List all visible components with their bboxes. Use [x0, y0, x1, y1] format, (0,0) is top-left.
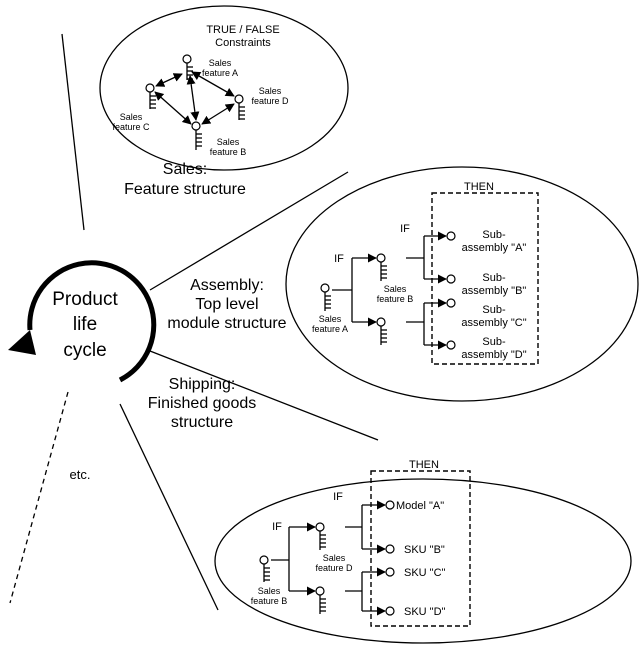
lifecycle-arc: [27, 260, 157, 383]
assembly-then-label: THEN: [464, 181, 494, 193]
svg-text:assembly "B": assembly "B": [462, 285, 527, 297]
sales-feature-a: Sales feature A: [182, 54, 238, 80]
stage-label-etc: etc.: [70, 467, 91, 482]
center-line1: Product: [52, 289, 118, 310]
svg-text:Sales: Sales: [384, 284, 407, 294]
shipping-output-sku-d: SKU "D": [385, 606, 446, 618]
svg-text:Sales: Sales: [259, 86, 282, 96]
svg-text:feature D: feature D: [251, 96, 289, 106]
svg-text:Sub-: Sub-: [482, 272, 506, 284]
svg-text:Sales: Sales: [319, 314, 342, 324]
svg-text:SKU "D": SKU "D": [404, 606, 446, 618]
assembly-output-c: Sub- assembly "C": [446, 298, 527, 329]
svg-text:Sub-: Sub-: [482, 304, 506, 316]
svg-text:Sales: Sales: [217, 137, 240, 147]
assembly-label-line2: Top level: [195, 296, 258, 313]
svg-text:feature C: feature C: [112, 122, 150, 132]
shipping-root-node: Sales feature B: [251, 555, 288, 606]
assembly-if2-label: IF: [400, 223, 410, 235]
assembly-mid-node: Sales feature B: [376, 253, 414, 304]
sales-label-line1: Sales:: [163, 161, 207, 178]
divider-line-shipping: [119, 403, 219, 611]
svg-text:Model "A": Model "A": [396, 500, 444, 512]
assembly-output-b: Sub- assembly "B": [446, 272, 527, 297]
shipping-blank-node: [315, 586, 326, 614]
svg-text:feature B: feature B: [210, 147, 247, 157]
svg-text:assembly "A": assembly "A": [462, 242, 527, 254]
assembly-ellipse: [285, 166, 639, 402]
assembly-output-a: Sub- assembly "A": [446, 229, 527, 254]
divider-line-top: [61, 33, 85, 231]
stage-label-shipping: Shipping: Finished goods structure: [148, 376, 257, 431]
sales-bubble: TRUE / FALSE Constraints Sales feature A…: [99, 5, 349, 171]
shipping-if2-label: IF: [333, 491, 343, 503]
svg-text:Sales: Sales: [323, 553, 346, 563]
sales-ellipse: [99, 5, 349, 171]
assembly-label-line1: Assembly:: [190, 277, 264, 294]
svg-text:Sales: Sales: [258, 586, 281, 596]
svg-text:SKU "C": SKU "C": [404, 567, 446, 579]
divider-line-assembly: [149, 350, 379, 441]
shipping-label-line2: Finished goods: [148, 395, 257, 412]
assembly-bubble: THEN IF IF Sales feature A Sales feature…: [285, 166, 639, 402]
svg-text:Sub-: Sub-: [482, 229, 506, 241]
shipping-label-line3: structure: [171, 414, 233, 431]
center-line3: cycle: [63, 340, 106, 361]
shipping-mid-node: Sales feature D: [315, 522, 353, 573]
stage-label-sales: Sales: Feature structure: [124, 161, 246, 198]
assembly-if1-label: IF: [334, 253, 344, 265]
shipping-ellipse: [214, 478, 632, 644]
stage-label-assembly: Assembly: Top level module structure: [167, 277, 286, 332]
sales-label-line2: Feature structure: [124, 181, 246, 198]
shipping-output-sku-b: SKU "B": [385, 544, 445, 556]
lifecycle-arrowhead: [8, 330, 36, 355]
divider-line-sales: [149, 171, 349, 291]
sales-feature-c: Sales feature C: [112, 83, 156, 132]
svg-text:feature A: feature A: [312, 324, 348, 334]
shipping-if1-label: IF: [272, 521, 282, 533]
svg-text:feature A: feature A: [202, 68, 238, 78]
shipping-then-box: [370, 470, 471, 627]
assembly-label-line3: module structure: [167, 315, 286, 332]
svg-text:Sales: Sales: [209, 58, 232, 68]
divider-line-etc: [9, 391, 69, 604]
sales-title2: Constraints: [215, 37, 271, 49]
sales-title1: TRUE / FALSE: [206, 24, 279, 36]
shipping-bubble: THEN IF IF Sales feature B Sales feature…: [214, 459, 632, 644]
svg-text:feature B: feature B: [377, 294, 414, 304]
svg-text:assembly "C": assembly "C": [461, 317, 526, 329]
svg-text:SKU "B": SKU "B": [404, 544, 445, 556]
sales-feature-d: Sales feature D: [234, 86, 289, 120]
assembly-output-d: Sub- assembly "D": [446, 336, 527, 361]
svg-text:feature D: feature D: [315, 563, 353, 573]
sales-constraint-arrows: [154, 71, 235, 125]
svg-text:Sub-: Sub-: [482, 336, 506, 348]
svg-text:Sales: Sales: [120, 112, 143, 122]
svg-text:feature B: feature B: [251, 596, 288, 606]
shipping-output-model-a: Model "A": [385, 500, 444, 512]
lifecycle-circle: Product life cycle: [8, 260, 157, 383]
shipping-label-line1: Shipping:: [169, 376, 236, 393]
assembly-root-node: Sales feature A: [312, 283, 348, 334]
shipping-output-sku-c: SKU "C": [385, 567, 446, 579]
assembly-blank-node: [376, 317, 387, 345]
center-line2: life: [73, 314, 97, 335]
sales-feature-b: Sales feature B: [191, 121, 247, 157]
svg-text:assembly "D": assembly "D": [461, 349, 526, 361]
shipping-then-label: THEN: [409, 459, 439, 471]
